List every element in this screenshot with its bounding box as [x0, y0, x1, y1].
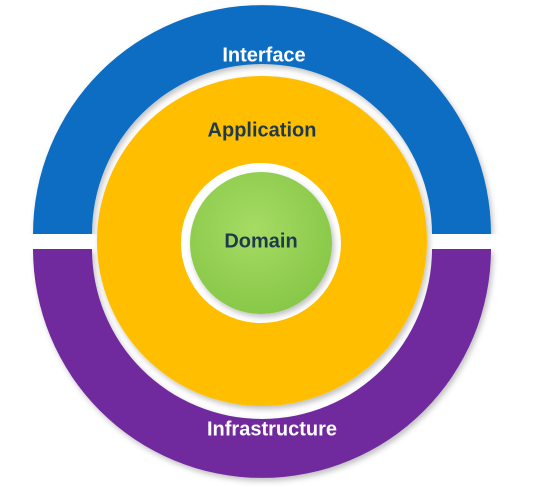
- interface-label: Interface: [222, 44, 305, 66]
- infrastructure-ring: [33, 249, 491, 478]
- domain-core: [190, 172, 332, 314]
- interface-ring: [33, 5, 491, 235]
- domain-label: Domain: [224, 230, 297, 252]
- infrastructure-label: Infrastructure: [207, 418, 337, 440]
- application-label: Application: [208, 119, 317, 141]
